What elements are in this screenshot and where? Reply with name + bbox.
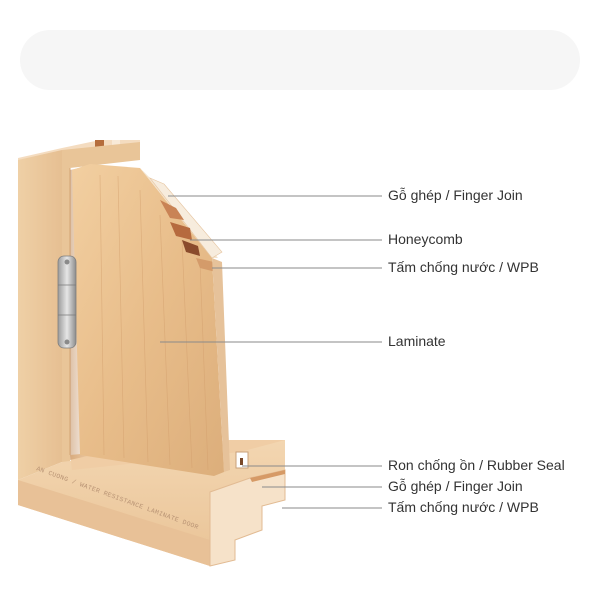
background-haze xyxy=(20,30,580,90)
callout-honeycomb: Honeycomb xyxy=(388,231,463,247)
callout-leader-lines xyxy=(160,195,382,509)
callout-laminate: Laminate xyxy=(388,333,446,349)
callout-wpb-top: Tấm chống nước / WPB xyxy=(388,259,539,275)
door-leaf xyxy=(72,164,249,476)
hinge xyxy=(57,255,77,349)
callout-wpb-bottom: Tấm chống nước / WPB xyxy=(388,499,539,515)
callout-finger-join-top: Gỗ ghép / Finger Join xyxy=(388,187,523,203)
callout-rubber-seal: Ron chống ồn / Rubber Seal xyxy=(388,457,565,473)
callout-finger-join-bottom: Gỗ ghép / Finger Join xyxy=(388,478,523,494)
